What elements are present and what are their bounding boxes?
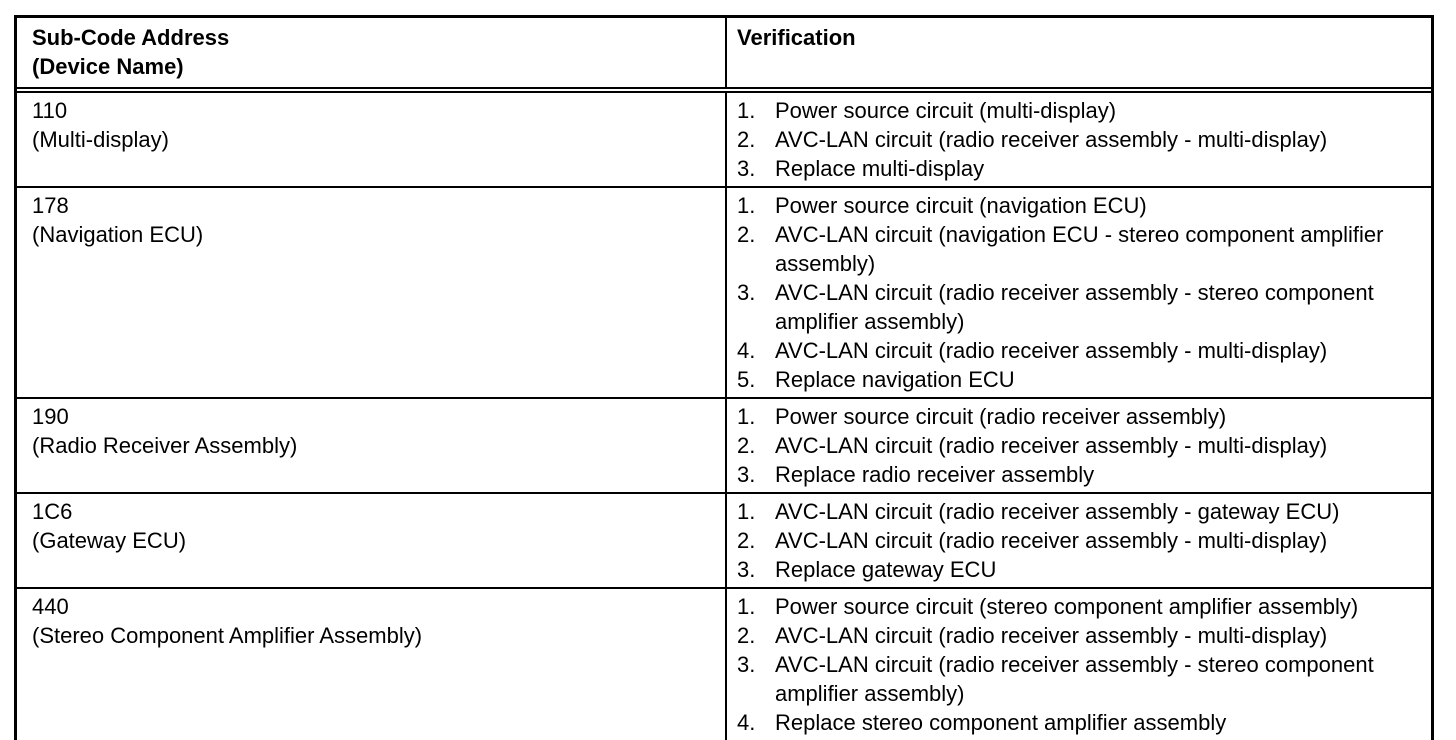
item-text: AVC-LAN circuit (radio receiver assembly… (775, 338, 1328, 363)
header-cell-subcode: Sub-Code Address (Device Name) (17, 18, 727, 87)
verification-item: 2. AVC-LAN circuit (radio receiver assem… (737, 431, 1425, 460)
table-row-110: 110 (Multi-display) 1. Power source circ… (17, 93, 1431, 186)
item-text: Replace multi-display (775, 156, 985, 181)
item-number: 1. (737, 499, 756, 524)
subcode-value: 440 (32, 594, 69, 619)
item-number: 1. (737, 98, 756, 123)
item-text: Replace navigation ECU (775, 367, 1015, 392)
header-subcode-line1: Sub-Code Address (32, 25, 230, 50)
verification-cell: 1. Power source circuit (multi-display) … (727, 93, 1431, 186)
subcode-cell: 440 (Stereo Component Amplifier Assembly… (17, 589, 727, 740)
item-number: 3. (737, 280, 756, 305)
verification-item: 3. AVC-LAN circuit (radio receiver assem… (737, 278, 1425, 336)
item-text: Power source circuit (multi-display) (775, 98, 1117, 123)
verification-item: 2. AVC-LAN circuit (radio receiver assem… (737, 125, 1425, 154)
subcode-value: 110 (32, 98, 68, 123)
subcode-value: 178 (32, 193, 69, 218)
item-number: 2. (737, 433, 756, 458)
subcode-cell: 178 (Navigation ECU) (17, 188, 727, 397)
table-row-178: 178 (Navigation ECU) 1. Power source cir… (17, 186, 1431, 397)
item-number: 3. (737, 462, 756, 487)
verification-item: 3. Replace radio receiver assembly (737, 460, 1425, 489)
verification-item: 1. Power source circuit (multi-display) (737, 96, 1425, 125)
item-number: 1. (737, 594, 756, 619)
item-number: 2. (737, 127, 756, 152)
item-text: AVC-LAN circuit (radio receiver assembly… (775, 127, 1328, 152)
item-text: Power source circuit (radio receiver ass… (775, 404, 1227, 429)
device-name: (Stereo Component Amplifier Assembly) (32, 623, 423, 648)
item-text: AVC-LAN circuit (radio receiver assembly… (775, 499, 1340, 524)
device-name: (Multi-display) (32, 127, 169, 152)
header-cell-verification: Verification (727, 18, 1431, 87)
verification-cell: 1. AVC-LAN circuit (radio receiver assem… (727, 494, 1431, 587)
verification-item: 2. AVC-LAN circuit (radio receiver assem… (737, 526, 1425, 555)
verification-item: 2. AVC-LAN circuit (navigation ECU - ste… (737, 220, 1425, 278)
item-text: AVC-LAN circuit (radio receiver assembly… (775, 280, 1374, 334)
subcode-value: 1C6 (32, 499, 73, 524)
item-number: 3. (737, 557, 756, 582)
verification-item: 1. Power source circuit (radio receiver … (737, 402, 1425, 431)
item-number: 2. (737, 623, 756, 648)
item-text: AVC-LAN circuit (radio receiver assembly… (775, 433, 1328, 458)
item-number: 3. (737, 156, 756, 181)
verification-item: 1. AVC-LAN circuit (radio receiver assem… (737, 497, 1425, 526)
verification-item: 4. AVC-LAN circuit (radio receiver assem… (737, 336, 1425, 365)
verification-item: 3. Replace multi-display (737, 154, 1425, 183)
table-row-440: 440 (Stereo Component Amplifier Assembly… (17, 587, 1431, 740)
table-row-1c6: 1C6 (Gateway ECU) 1. AVC-LAN circuit (ra… (17, 492, 1431, 587)
item-number: 4. (737, 710, 756, 735)
verification-cell: 1. Power source circuit (stereo componen… (727, 589, 1431, 740)
verification-item: 3. AVC-LAN circuit (radio receiver assem… (737, 650, 1425, 708)
item-text: AVC-LAN circuit (radio receiver assembly… (775, 652, 1374, 706)
verification-cell: 1. Power source circuit (navigation ECU)… (727, 188, 1431, 397)
subcode-cell: 110 (Multi-display) (17, 93, 727, 186)
item-text: Power source circuit (stereo component a… (775, 594, 1359, 619)
verification-item: 1. Power source circuit (stereo componen… (737, 592, 1425, 621)
subcode-cell: 1C6 (Gateway ECU) (17, 494, 727, 587)
item-text: Replace gateway ECU (775, 557, 997, 582)
item-text: AVC-LAN circuit (radio receiver assembly… (775, 528, 1328, 553)
device-name: (Radio Receiver Assembly) (32, 433, 298, 458)
item-number: 2. (737, 222, 756, 247)
item-number: 1. (737, 404, 756, 429)
device-name: (Navigation ECU) (32, 222, 204, 247)
verification-item: 4. Replace stereo component amplifier as… (737, 708, 1425, 737)
item-number: 4. (737, 338, 756, 363)
table-header-row: Sub-Code Address (Device Name) Verificat… (17, 18, 1431, 93)
item-text: AVC-LAN circuit (navigation ECU - stereo… (775, 222, 1384, 276)
subcode-value: 190 (32, 404, 69, 429)
item-text: AVC-LAN circuit (radio receiver assembly… (775, 623, 1328, 648)
verification-item: 2. AVC-LAN circuit (radio receiver assem… (737, 621, 1425, 650)
subcode-cell: 190 (Radio Receiver Assembly) (17, 399, 727, 492)
table-row-190: 190 (Radio Receiver Assembly) 1. Power s… (17, 397, 1431, 492)
item-number: 1. (737, 193, 756, 218)
verification-item: 1. Power source circuit (navigation ECU) (737, 191, 1425, 220)
item-number: 3. (737, 652, 756, 677)
header-subcode-line2: (Device Name) (32, 54, 184, 79)
header-verification-label: Verification (737, 25, 856, 50)
item-text: Replace stereo component amplifier assem… (775, 710, 1227, 735)
verification-item: 3. Replace gateway ECU (737, 555, 1425, 584)
verification-cell: 1. Power source circuit (radio receiver … (727, 399, 1431, 492)
verification-item: 5. Replace navigation ECU (737, 365, 1425, 394)
item-number: 2. (737, 528, 756, 553)
item-number: 5. (737, 367, 756, 392)
item-text: Power source circuit (navigation ECU) (775, 193, 1147, 218)
device-name: (Gateway ECU) (32, 528, 187, 553)
subcode-verification-table: Sub-Code Address (Device Name) Verificat… (14, 15, 1434, 740)
item-text: Replace radio receiver assembly (775, 462, 1095, 487)
